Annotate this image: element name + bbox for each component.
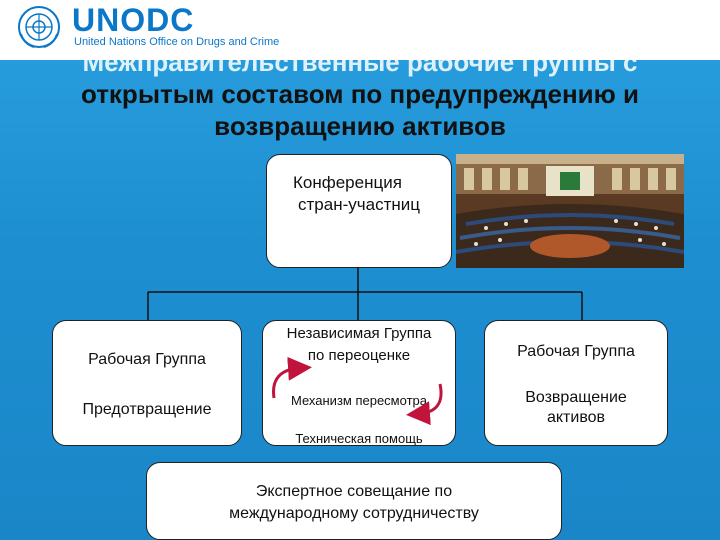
review-mechanism-label: Механизм пересмотра <box>291 393 427 408</box>
title-line-3: возвращению активов <box>214 111 506 141</box>
review-group-label-1: Независимая Группа <box>286 325 432 342</box>
title-line-1: Межправительственные рабочие группы с <box>82 47 638 77</box>
conference-label-1: Конференция <box>293 173 402 192</box>
logo-subtitle: United Nations Office on Drugs and Crime <box>74 36 280 48</box>
conference-box: Конференция стран-участниц <box>266 154 452 268</box>
slide-title: Межправительственные рабочие группы с от… <box>0 46 720 142</box>
expert-meeting-box: Экспертное совещание по международному с… <box>146 462 562 540</box>
asset-recovery-label-2: активов <box>546 409 606 426</box>
expert-meeting-label-2: международному сотрудничеству <box>229 505 479 522</box>
prevention-group-box: Рабочая Группа Предотвращение <box>52 320 242 446</box>
expert-meeting-label-1: Экспертное совещание по <box>255 483 453 500</box>
technical-assistance-label: Техническая помощь <box>295 431 423 446</box>
asset-recovery-label-1: Возвращение <box>525 389 627 406</box>
prevention-label: Предотвращение <box>82 401 212 418</box>
logo-name: UNODC <box>72 2 195 38</box>
title-line-2: открытым составом по предупреждению и <box>80 79 640 109</box>
header-bar: UNODC United Nations Office on Drugs and… <box>0 0 720 60</box>
asset-recovery-group-box: Рабочая Группа Возвращение активов <box>484 320 668 446</box>
prevention-group-label: Рабочая Группа <box>88 351 206 368</box>
conference-hall-photo <box>456 154 684 268</box>
un-emblem-icon <box>18 6 60 48</box>
review-group-label-2: по переоценке <box>307 347 411 364</box>
conference-label-2: стран-участниц <box>298 195 420 214</box>
asset-recovery-group-label: Рабочая Группа <box>517 343 635 360</box>
